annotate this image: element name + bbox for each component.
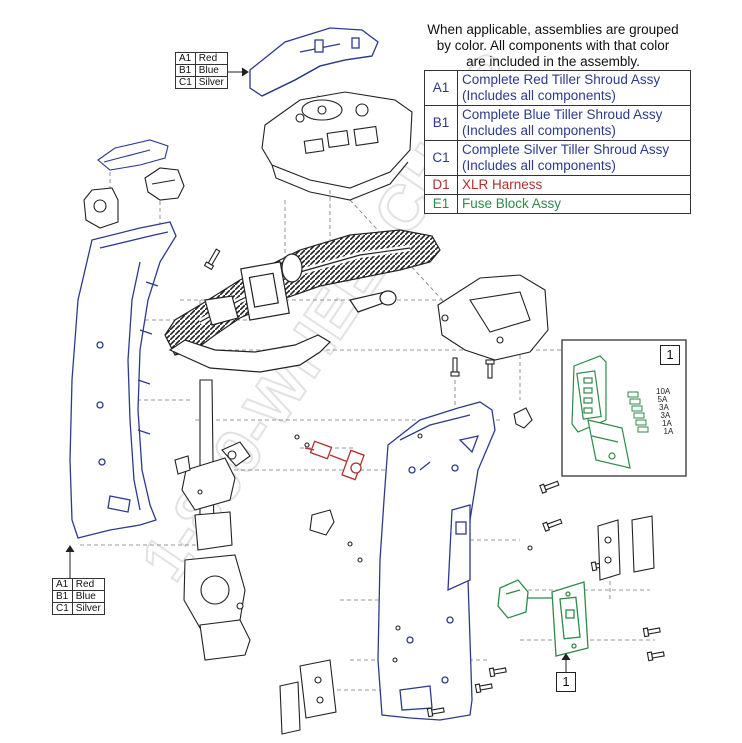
legend-row: A1 Complete Red Tiller Shroud Assy (Incl… — [424, 70, 691, 106]
key-color: Red — [71, 578, 105, 591]
note-line: When applicable, assemblies are grouped — [427, 22, 679, 37]
legend-row: C1 Complete Silver Tiller Shroud Assy (I… — [424, 140, 691, 176]
key-color: Blue — [71, 590, 105, 603]
grouping-note: When applicable, assemblies are grouped … — [408, 22, 698, 70]
legend-line: Complete Blue Tiller Shroud Assy — [462, 107, 663, 122]
fuse-rating-label: 3A — [659, 403, 669, 412]
callout-number: 1 — [556, 672, 576, 692]
handlebar-tiller — [164, 229, 441, 373]
legend-line: Complete Red Tiller Shroud Assy — [462, 72, 661, 87]
fuse-rating-label: 5A — [658, 395, 668, 404]
top-shroud-cap — [249, 27, 379, 97]
legend-code: A1 — [424, 70, 458, 106]
legend-row: B1 Complete Blue Tiller Shroud Assy (Inc… — [424, 105, 691, 141]
key-color: Blue — [194, 64, 228, 77]
legend-line: Complete Silver Tiller Shroud Assy — [462, 142, 670, 157]
legend-code: D1 — [424, 175, 458, 195]
key-code: C1 — [52, 602, 73, 615]
note-line: are included in the assembly. — [466, 54, 640, 69]
legend-code: C1 — [424, 140, 458, 176]
fuse-rating-label: 10A — [656, 387, 671, 396]
legend-description: Complete Blue Tiller Shroud Assy (Includ… — [457, 105, 691, 141]
fuse-rating-label: 3A — [661, 411, 671, 420]
fuse-block — [497, 579, 589, 657]
fuse-rating-label: 1A — [664, 427, 674, 436]
key-code: A1 — [175, 52, 196, 65]
left-shroud-panel — [69, 221, 177, 539]
legend-line: Fuse Block Assy — [462, 196, 562, 211]
key-code: C1 — [175, 76, 196, 89]
key-color: Red — [194, 52, 228, 65]
assembly-legend-table: A1 Complete Red Tiller Shroud Assy (Incl… — [424, 70, 691, 214]
main-tiller-shroud — [377, 401, 496, 721]
key-color: Silver — [194, 76, 228, 89]
bracket-clips — [83, 139, 185, 229]
steering-column — [174, 379, 251, 661]
legend-line: (Includes all components) — [462, 88, 616, 103]
legend-code: E1 — [424, 194, 458, 214]
fastener-screws — [203, 248, 665, 718]
key-color: Silver — [71, 602, 105, 615]
loose-parts — [294, 407, 533, 663]
legend-description: XLR Harness — [457, 175, 691, 195]
console-housing — [261, 91, 413, 201]
key-code: A1 — [52, 578, 73, 591]
legend-row: D1 XLR Harness — [424, 175, 691, 195]
legend-description: Complete Silver Tiller Shroud Assy (Incl… — [457, 140, 691, 176]
legend-description: Complete Red Tiller Shroud Assy (Include… — [457, 70, 691, 106]
legend-line: (Includes all components) — [462, 123, 616, 138]
xlr-harness — [304, 440, 365, 481]
legend-row: E1 Fuse Block Assy — [424, 194, 691, 214]
legend-line: XLR Harness — [462, 177, 543, 192]
key-code: B1 — [175, 64, 196, 77]
note-line: by color. All components with that color — [436, 38, 670, 53]
rear-fairing — [437, 274, 549, 361]
key-code: B1 — [52, 590, 73, 603]
legend-code: B1 — [424, 105, 458, 141]
callout-number: 1 — [660, 345, 680, 365]
fuse-rating-label: 1A — [662, 419, 672, 428]
mounting-brackets — [279, 515, 655, 735]
legend-description: Fuse Block Assy — [457, 194, 691, 214]
legend-line: (Includes all components) — [462, 158, 616, 173]
